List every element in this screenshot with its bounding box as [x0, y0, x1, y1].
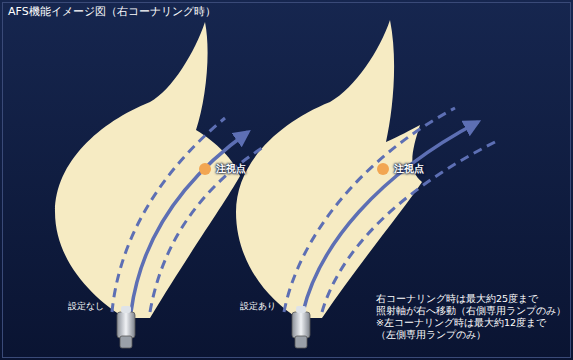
setting-label: 設定あり — [240, 300, 276, 313]
note-line: （左側専用ランプのみ） — [376, 329, 486, 341]
gaze-label: 注視点 — [216, 162, 246, 176]
headlamp — [292, 306, 310, 348]
note-line: 照射軸が右へ移動（右側専用ランプのみ） — [376, 305, 566, 317]
setting-label: 設定なし — [68, 300, 104, 313]
note-line: 右コーナリング時は最大約25度まで — [376, 293, 538, 305]
gaze-label: 注視点 — [394, 162, 424, 176]
headlamp — [117, 306, 135, 348]
note-line: ※左コーナリング時は最大約12度まで — [376, 317, 546, 329]
diagram-title: AFS機能イメージ図（右コーナリング時） — [8, 4, 216, 19]
